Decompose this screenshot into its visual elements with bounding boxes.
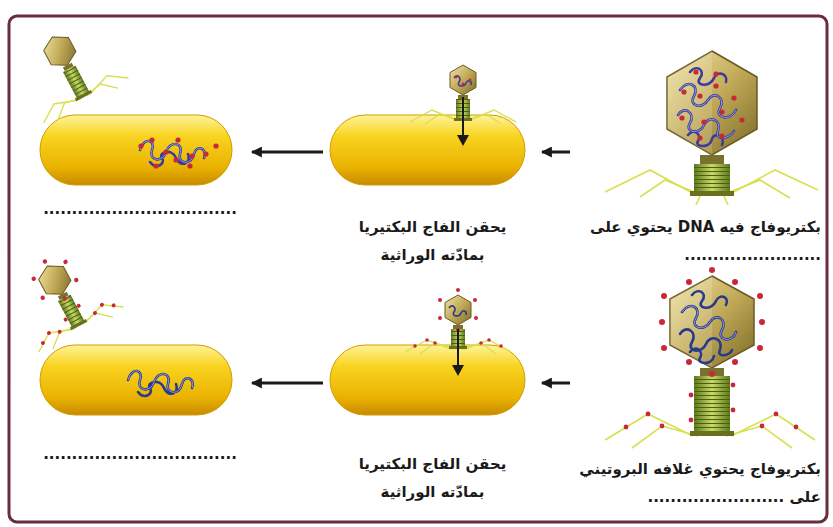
illustration-panel: .................................. xyxy=(30,25,250,227)
illustration-panel: بكتريوفاج يحتوي غلافه البروتيني على ....… xyxy=(572,268,825,518)
frame xyxy=(9,16,827,522)
caption-text: بكتريوفاج فيه DNA يحتوي على ............… xyxy=(576,213,821,269)
illustration-panel: بكتريوفاج فيه DNA يحتوي على ............… xyxy=(572,45,825,273)
caption-block: .................................. xyxy=(34,195,246,223)
flow-arrow xyxy=(542,382,570,385)
flow-arrow xyxy=(252,151,323,154)
caption-block: بكتريوفاج يحتوي غلافه البروتيني على ....… xyxy=(576,455,821,511)
caption-text: يحقن الفاج البكتيريا بمادّته الوراثية xyxy=(345,213,520,269)
illustration-panel: .................................. xyxy=(30,260,250,472)
phage-dna-labelled xyxy=(605,51,818,205)
caption-block: بكتريوفاج فيه DNA يحتوي على ............… xyxy=(576,213,821,269)
illustration-panel: يحقن الفاج البكتيريا بمادّته الوراثية xyxy=(325,285,540,510)
flow-arrow xyxy=(542,151,570,154)
bacterium xyxy=(40,115,232,185)
empty-phage xyxy=(10,14,130,126)
caption-text: .................................. xyxy=(34,440,246,468)
caption-block: يحقن الفاج البكتيريا بمادّته الوراثية xyxy=(345,450,520,506)
caption-text: .................................. xyxy=(34,195,246,223)
injected-dna xyxy=(128,371,193,396)
caption-block: يحقن الفاج البكتيريا بمادّته الوراثية xyxy=(345,213,520,269)
caption-text: بكتريوفاج يحتوي غلافه البروتيني على ....… xyxy=(576,455,821,511)
illustration-panel: يحقن الفاج البكتيريا بمادّته الوراثية xyxy=(325,55,540,273)
phage-injecting xyxy=(405,288,511,376)
labelled-empty-phage xyxy=(2,237,126,356)
caption-block: .................................. xyxy=(34,440,246,468)
flow-arrow xyxy=(252,382,323,385)
caption-text: يحقن الفاج البكتيريا بمادّته الوراثية xyxy=(345,450,520,506)
phage-injecting xyxy=(410,65,516,146)
bacterium xyxy=(330,115,525,185)
bacterium xyxy=(330,345,525,415)
injected-dna xyxy=(138,137,218,168)
phage-protein-labelled xyxy=(605,267,815,448)
bacterium xyxy=(40,345,232,415)
